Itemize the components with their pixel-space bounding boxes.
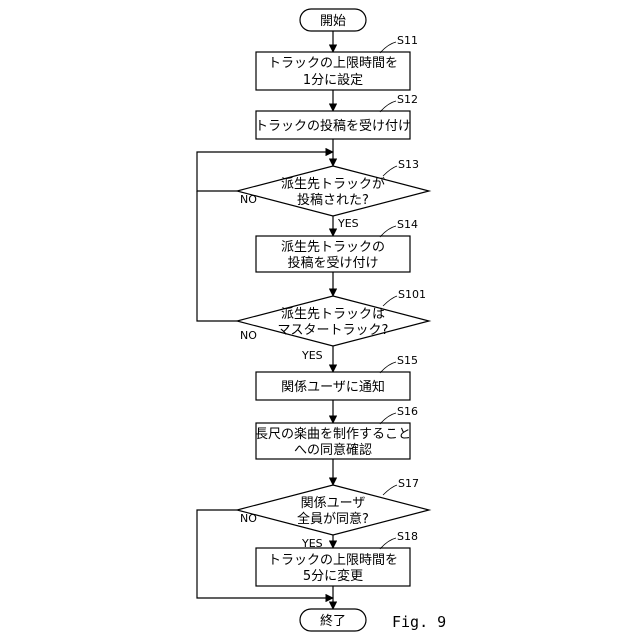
step-s11: トラックの上限時間を 1分に設定 S11 <box>256 34 418 90</box>
step-s14-leader <box>380 226 396 237</box>
decision-s101-no-label: NO <box>240 329 257 342</box>
step-s12: トラックの投稿を受け付け S12 <box>255 93 418 139</box>
decision-s13-yes-label: YES <box>337 217 359 230</box>
figure-label: Fig. 9 <box>392 613 446 631</box>
start-terminal: 開始 <box>300 9 366 31</box>
end-label: 終了 <box>320 613 346 629</box>
step-s11-leader <box>380 42 396 53</box>
end-terminal: 終了 <box>300 609 366 631</box>
decision-s13-id: S13 <box>398 158 419 171</box>
decision-s101-line-2: マスタートラック? <box>278 323 389 338</box>
decision-s101-yes-label: YES <box>301 349 323 362</box>
step-s11-line-1: トラックの上限時間を <box>268 56 398 71</box>
decision-s17-no-label: NO <box>240 512 257 525</box>
step-s14-id: S14 <box>397 218 418 231</box>
decision-s101-id: S101 <box>398 288 426 301</box>
decision-s101-line-1: 派生先トラックは <box>281 307 385 322</box>
step-s14-line-2: 投稿を受け付け <box>287 255 378 271</box>
step-s18: トラックの上限時間を 5分に変更 S18 <box>256 530 418 586</box>
step-s12-leader <box>380 101 396 112</box>
step-s15-id: S15 <box>397 354 418 367</box>
step-s16: 長尺の楽曲を制作すること への同意確認 S16 <box>255 405 418 459</box>
step-s16-leader <box>380 413 396 424</box>
decision-s101-leader <box>383 296 397 306</box>
step-s15: 関係ユーザに通知 S15 <box>256 354 418 400</box>
decision-s13-line-1: 派生先トラックが <box>281 177 385 192</box>
decision-s17-leader <box>383 485 397 495</box>
decision-s17-line-2: 全員が同意? <box>297 511 369 527</box>
start-label: 開始 <box>320 14 346 29</box>
decision-s13-line-2: 投稿された? <box>297 192 369 208</box>
edge-s101-no-loop <box>197 191 237 321</box>
step-s15-line-1: 関係ユーザに通知 <box>281 379 385 395</box>
decision-s13-leader <box>383 166 397 176</box>
decision-s13-no-label: NO <box>240 193 257 206</box>
decision-s17-id: S17 <box>398 477 419 490</box>
step-s15-leader <box>380 362 396 373</box>
step-s16-line-1: 長尺の楽曲を制作すること <box>255 426 411 442</box>
step-s12-id: S12 <box>397 93 418 106</box>
step-s16-line-2: への同意確認 <box>294 442 372 458</box>
step-s12-line-1: トラックの投稿を受け付け <box>255 118 411 134</box>
step-s18-line-2: 5分に変更 <box>303 568 363 584</box>
step-s14: 派生先トラックの 投稿を受け付け S14 <box>256 218 418 272</box>
step-s18-line-1: トラックの上限時間を <box>268 553 398 568</box>
step-s18-leader <box>380 538 396 549</box>
step-s18-id: S18 <box>397 530 418 543</box>
step-s11-id: S11 <box>397 34 418 47</box>
decision-s17-line-1: 関係ユーザ <box>301 496 366 511</box>
step-s16-id: S16 <box>397 405 418 418</box>
step-s11-line-2: 1分に設定 <box>303 72 363 88</box>
step-s14-line-1: 派生先トラックの <box>281 240 385 255</box>
